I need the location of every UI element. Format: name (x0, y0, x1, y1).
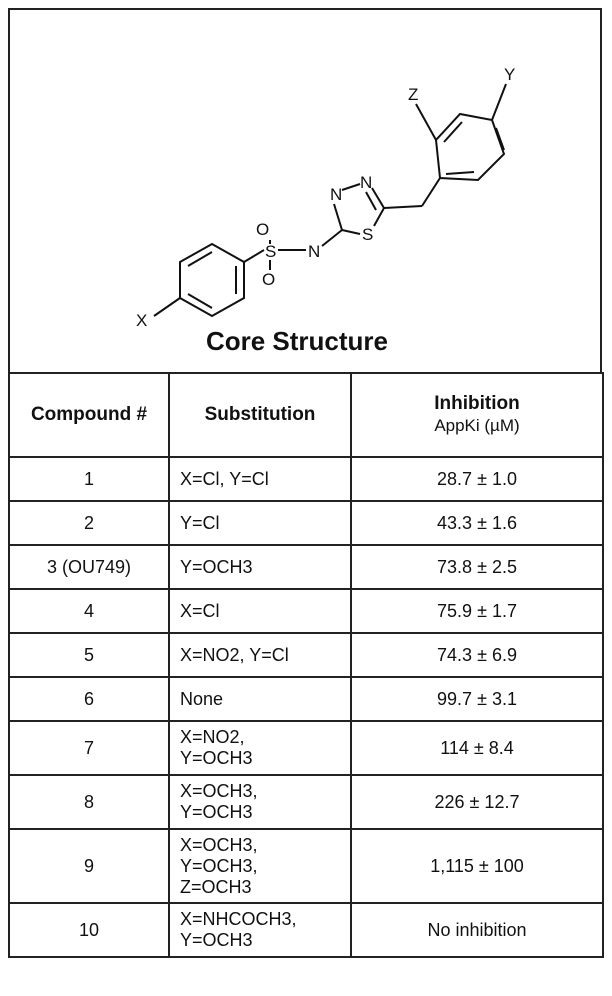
substitution-line: Z=OCH3 (180, 876, 252, 897)
inhibition-cell: 73.8 ± 2.5 (350, 544, 604, 590)
substitution-cell: X=NO2, Y=Cl (168, 632, 352, 678)
table-row: 4 X=Cl 75.9 ± 1.7 (8, 588, 604, 634)
benzene-ring-right (434, 112, 506, 182)
table-row: 5 X=NO2, Y=Cl 74.3 ± 6.9 (8, 632, 604, 678)
thiadiazole-s-label: S (362, 225, 373, 244)
substitution-cell: Y=Cl (168, 500, 352, 546)
substitution-cell: X=Cl, Y=Cl (168, 456, 352, 502)
substitution-line: X=NHCOCH3, (180, 909, 297, 929)
thiadiazole-n1-label: N (330, 185, 342, 204)
compound-cell: 8 (8, 774, 170, 830)
inhibition-cell: 226 ± 12.7 (350, 774, 604, 830)
substitution-line: X=Cl, Y=Cl (180, 468, 269, 489)
table-row: 1 X=Cl, Y=Cl 28.7 ± 1.0 (8, 456, 604, 502)
compound-cell: 9 (8, 828, 170, 904)
y-substituent-label: Y (504, 65, 515, 84)
inhibition-cell: 43.3 ± 1.6 (350, 500, 604, 546)
table-row: 2 Y=Cl 43.3 ± 1.6 (8, 500, 604, 546)
header-substitution: Substitution (168, 372, 352, 458)
substitution-line: X=NO2, Y=Cl (180, 644, 289, 665)
header-inhibition-unit: AppKi (µM) (434, 416, 520, 435)
compound-cell: 1 (8, 456, 170, 502)
core-structure-diagram: X S O O N N N S Z Y (136, 65, 515, 328)
inhibition-cell: 114 ± 8.4 (350, 720, 604, 776)
substitution-line: Y=OCH3 (180, 802, 253, 822)
substitution-cell: X=Cl (168, 588, 352, 634)
substitution-cell: X=NO2,Y=OCH3 (168, 720, 352, 776)
table-row: 6 None 99.7 ± 3.1 (8, 676, 604, 722)
substitution-line: X=OCH3, (180, 781, 258, 801)
table-header-row: Compound # Substitution Inhibition AppKi… (8, 372, 604, 458)
substitution-line: X=NO2, (180, 727, 245, 747)
substitution-line: X=OCH3, (180, 834, 258, 855)
inhibition-cell: No inhibition (350, 902, 604, 958)
thiadiazole-n2-label: N (360, 173, 372, 192)
compound-cell: 7 (8, 720, 170, 776)
inhibition-cell: 75.9 ± 1.7 (350, 588, 604, 634)
substitution-cell: X=NHCOCH3,Y=OCH3 (168, 902, 352, 958)
core-structure-title: Core Structure (205, 326, 389, 356)
substitution-cell: X=OCH3,Y=OCH3 (168, 774, 352, 830)
inhibition-cell: 99.7 ± 3.1 (350, 676, 604, 722)
substitution-cell: X=OCH3,Y=OCH3,Z=OCH3 (168, 828, 352, 904)
sulfonyl-o2-label: O (262, 270, 275, 289)
amide-n-label: N (308, 242, 320, 261)
substitution-line: X=Cl (180, 600, 220, 621)
z-substituent-label: Z (408, 85, 418, 104)
substitution-cell: None (168, 676, 352, 722)
substitution-line: Y=Cl (180, 512, 220, 533)
core-structure-panel (8, 8, 602, 372)
substitution-line: Y=OCH3 (180, 556, 253, 577)
sulfonyl-s-label: S (265, 242, 276, 261)
compound-cell: 4 (8, 588, 170, 634)
inhibition-cell: 1,115 ± 100 (350, 828, 604, 904)
header-compound: Compound # (8, 372, 170, 458)
inhibition-cell: 28.7 ± 1.0 (350, 456, 604, 502)
substitution-line: None (180, 688, 224, 709)
substitution-line: Y=OCH3 (180, 748, 253, 768)
table-row: 3 (OU749) Y=OCH3 73.8 ± 2.5 (8, 544, 604, 590)
compound-cell: 2 (8, 500, 170, 546)
compound-cell: 6 (8, 676, 170, 722)
compound-cell: 10 (8, 902, 170, 958)
substitution-cell: Y=OCH3 (168, 544, 352, 590)
x-substituent-label: X (136, 311, 147, 328)
header-inhibition: Inhibition AppKi (µM) (350, 372, 604, 458)
compound-cell: 5 (8, 632, 170, 678)
benzene-ring-left (179, 242, 245, 318)
header-inhibition-label: Inhibition (434, 393, 520, 414)
sulfonyl-o1-label: O (256, 220, 269, 239)
substitution-line: Y=OCH3 (180, 930, 253, 950)
inhibition-cell: 74.3 ± 6.9 (350, 632, 604, 678)
compound-cell: 3 (OU749) (8, 544, 170, 590)
inhibition-table: Compound # Substitution Inhibition AppKi… (8, 372, 604, 958)
substitution-line: Y=OCH3, (180, 855, 258, 876)
